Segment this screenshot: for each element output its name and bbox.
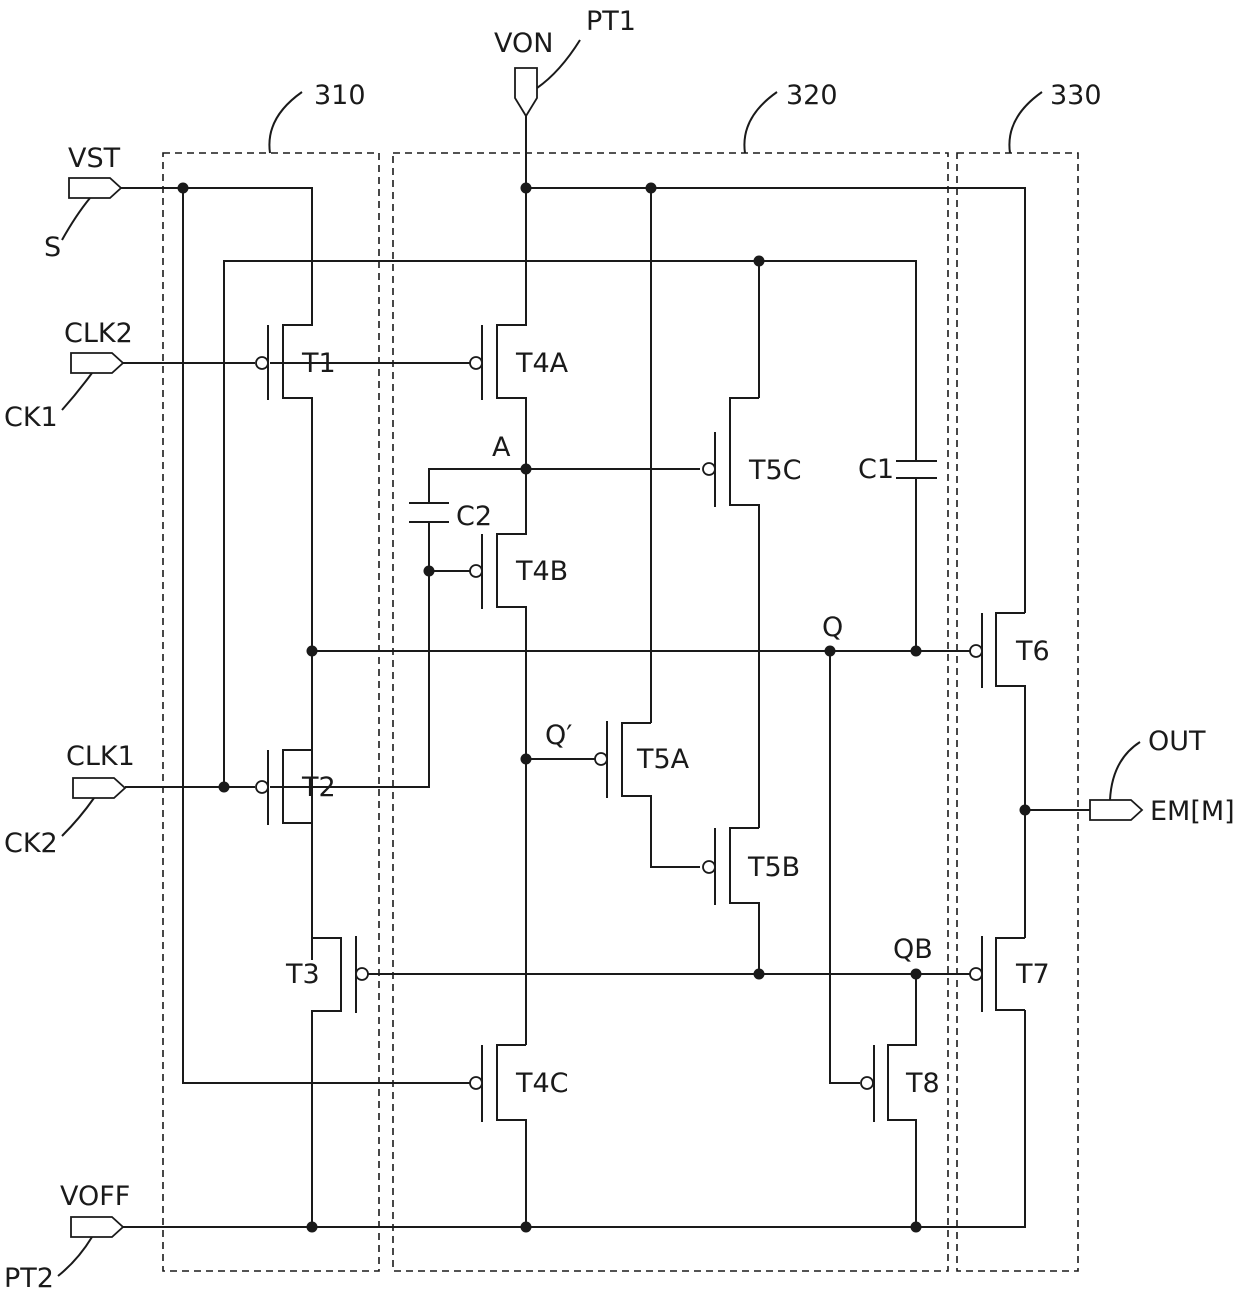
t4a-gate-bubble <box>470 357 482 369</box>
junction-out <box>1020 805 1031 816</box>
label-t7: T7 <box>1015 959 1050 990</box>
block-330-boundary <box>957 153 1078 1271</box>
t4c-gate-bubble <box>470 1077 482 1089</box>
leader-s <box>62 198 90 240</box>
label-node-qprime: Q′ <box>545 720 572 751</box>
t7-gate-bubble <box>970 968 982 980</box>
label-block-320: 320 <box>786 80 838 111</box>
t5b-gate-bubble <box>703 861 715 873</box>
t4a-body <box>497 188 526 469</box>
label-c1: C1 <box>858 454 894 485</box>
t6-gate-bubble <box>970 645 982 657</box>
wire-vst-to-t4c <box>183 188 470 1083</box>
label-block-330: 330 <box>1050 80 1102 111</box>
junction-qprime <box>521 754 532 765</box>
label-node-qb: QB <box>893 934 933 965</box>
block-310-boundary <box>163 153 379 1271</box>
wire-clk1-to-c2 <box>270 522 429 787</box>
label-t6: T6 <box>1015 636 1050 667</box>
label-pt2: PT2 <box>4 1263 54 1294</box>
junction-clk1 <box>219 782 230 793</box>
t3-gate-bubble <box>356 968 368 980</box>
junction-qb <box>911 969 922 980</box>
junction-q-left <box>307 646 318 657</box>
wire-q-to-t8-gate <box>830 651 860 1083</box>
junction-q <box>825 646 836 657</box>
label-clk1: CLK1 <box>66 741 135 772</box>
label-block-310: 310 <box>314 80 366 111</box>
junction-voff-t3 <box>307 1222 318 1233</box>
label-ck2: CK2 <box>4 828 58 859</box>
label-t4c: T4C <box>515 1068 569 1099</box>
wire-voff-rail <box>123 1010 1025 1227</box>
label-t1: T1 <box>301 348 336 379</box>
wire-clk1-rail <box>224 261 916 787</box>
label-t4b: T4B <box>515 556 568 587</box>
voff-pin <box>71 1217 123 1237</box>
leader-310 <box>269 92 302 153</box>
wire-vst <box>121 188 312 298</box>
label-vst: VST <box>68 143 121 174</box>
junction-c2 <box>424 566 435 577</box>
t4b-gate-bubble <box>470 565 482 577</box>
label-node-a: A <box>492 432 511 463</box>
junction-clk1-t5c <box>754 256 765 267</box>
wire-c2-top-to-a <box>429 469 526 503</box>
t1-gate-bubble <box>256 357 268 369</box>
em-output-pin <box>1090 800 1142 820</box>
label-pt1: PT1 <box>586 6 636 37</box>
label-ck1: CK1 <box>4 402 58 433</box>
leader-ck1 <box>62 373 92 410</box>
clk2-pin <box>71 353 123 373</box>
von-pin <box>515 68 537 116</box>
label-em: EM[M] <box>1150 796 1235 827</box>
junction-vst <box>178 183 189 194</box>
t2-gate-bubble <box>256 781 268 793</box>
t5b-body <box>730 828 759 974</box>
label-voff: VOFF <box>60 1181 130 1212</box>
leader-ck2 <box>62 798 94 836</box>
wire-von-rail <box>526 188 1025 613</box>
junction-dots <box>178 183 1031 1233</box>
t8-gate-bubble <box>861 1077 873 1089</box>
label-t5b: T5B <box>747 852 800 883</box>
t5a-gate-bubble <box>595 753 607 765</box>
junction-qb-t5b <box>754 969 765 980</box>
t8-body <box>888 974 916 1227</box>
label-clk2: CLK2 <box>64 318 133 349</box>
junction-von-t5a <box>646 183 657 194</box>
leader-out <box>1110 742 1140 800</box>
label-t4a: T4A <box>515 348 569 379</box>
label-t2: T2 <box>301 772 336 803</box>
label-t5c: T5C <box>748 455 802 486</box>
block-320-boundary <box>393 153 948 1271</box>
t1-body <box>283 298 312 960</box>
label-t8: T8 <box>905 1068 940 1099</box>
label-t3: T3 <box>285 959 320 990</box>
leader-pt2 <box>58 1237 92 1276</box>
label-s: S <box>44 232 61 263</box>
leader-320 <box>744 92 777 153</box>
junction-voff-t8 <box>911 1222 922 1233</box>
label-out: OUT <box>1148 726 1206 757</box>
clk1-pin <box>73 778 125 798</box>
label-t5a: T5A <box>636 744 690 775</box>
label-von: VON <box>494 28 553 59</box>
label-node-q: Q <box>822 612 843 643</box>
leader-330 <box>1009 92 1042 153</box>
label-c2: C2 <box>456 501 492 532</box>
junction-voff-t4c <box>521 1222 532 1233</box>
vst-pin <box>69 178 121 198</box>
junction-von <box>521 183 532 194</box>
t5c-gate-bubble <box>703 463 715 475</box>
junction-a <box>521 464 532 475</box>
junction-q-c1 <box>911 646 922 657</box>
